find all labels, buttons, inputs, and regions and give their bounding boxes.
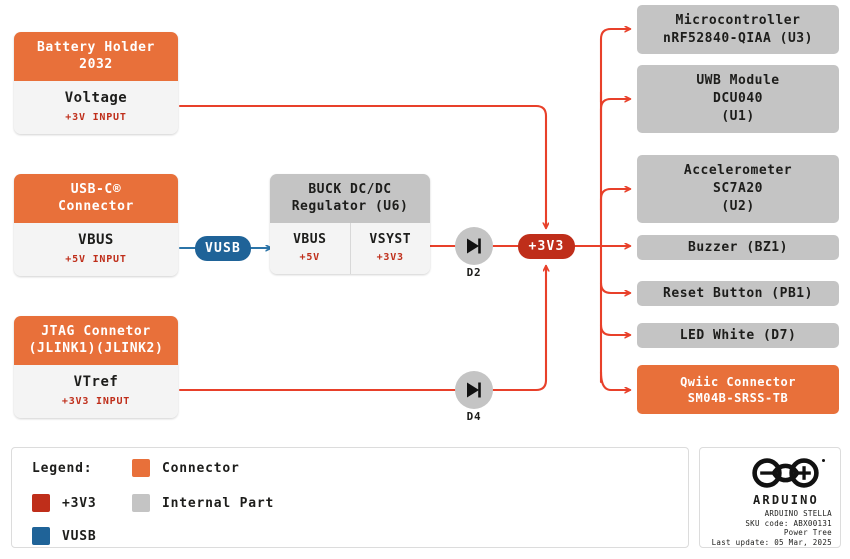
qwiic-connector-line-1: Qwiic Connector [680,374,796,389]
accelerometer-line-1: Accelerometer [683,163,793,178]
qwiic-connector-line-2: SM04B-SRSS-TB [687,390,789,405]
usb-c-connector-body: VBUS +5V INPUT [14,223,178,276]
wire-branch-qwiic-connector [599,370,630,390]
consumer-block-microcontroller[interactable]: Microcontroller nRF52840-QIAA (U3) [637,5,839,54]
accelerometer-text: Accelerometer SC7A20 (U2) [684,162,792,216]
wire-branch-uwb-module [599,99,630,132]
usb-c-rail-value: +5V INPUT [65,254,127,265]
wire-d4-to-3v3 [491,266,546,392]
battery-holder-header-line-2: 2032 [79,57,113,72]
legend-entry-3v3: +3V3 [32,494,97,512]
arduino-wordmark: ARDUINO [753,493,819,507]
brand-metadata: ARDUINO STELLA SKU code: ABX00131 Power … [704,509,832,547]
legend-entry-connector: Connector [132,459,240,477]
legend-swatch-internal-part [132,494,150,512]
net-label-vusb-text: VUSB [204,241,242,256]
legend-title: Legend: [32,461,93,476]
uwb-module-line-3: (U1) [721,109,755,124]
diode-d4-label: D4 [466,410,482,423]
jtag-rail-value: +3V3 INPUT [61,396,131,407]
jtag-connector-header: JTAG Connetor (JLINK1)(JLINK2) [14,316,178,365]
wire-branch-microcontroller-guide [601,29,630,92]
diode-symbol-icon [467,238,481,254]
regulator-rail-vsyst-value: +3V3 [376,252,404,263]
brand-meta-doc-type: Power Tree [783,528,832,538]
legend-swatch-connector [132,459,150,477]
wire-branch-microcontroller [599,29,630,104]
diode-d2[interactable]: D2 [455,227,493,279]
microcontroller-text: Microcontroller nRF52840-QIAA (U3) [663,12,813,48]
source-block-jtag-connector[interactable]: JTAG Connetor (JLINK1)(JLINK2) VTref +3V… [14,316,178,418]
buck-regulator-header-line-2: Regulator (U6) [291,199,409,214]
jtag-connector-header-line-2: (JLINK1)(JLINK2) [28,341,164,356]
buck-regulator-rails: VBUS +5V VSYST +3V3 [270,223,430,274]
legend-label-vusb: VUSB [62,528,97,544]
microcontroller-line-1: Microcontroller [675,12,801,28]
brand-meta-sku: SKU code: ABX00131 [745,518,832,528]
legend-label-internal-part: Internal Part [162,495,275,511]
brand-meta-last-update: Last update: 05 Mar, 2025 [711,537,832,547]
jtag-connector-header-line-1: JTAG Connetor [41,324,151,339]
accelerometer-line-3: (U2) [721,199,755,214]
wire-branch-led-white [599,323,630,335]
legend-panel: Legend: Connector +3V3 Internal Part VUS… [11,447,689,548]
usb-c-rail-name: VBUS [78,232,114,248]
uwb-module-text: UWB Module DCU040 (U1) [696,72,779,126]
legend-entry-vusb: VUSB [32,527,97,545]
uwb-module-line-2: DCU040 [713,91,763,106]
consumer-block-accelerometer[interactable]: Accelerometer SC7A20 (U2) [637,155,839,223]
battery-holder-header: Battery Holder 2032 [14,32,178,81]
arduino-infinity-icon [752,458,825,488]
regulator-rail-vbus: VBUS +5V [270,223,350,274]
legend-label-3v3: +3V3 [62,495,97,511]
consumer-block-reset-button[interactable]: Reset Button (PB1) [637,281,839,306]
legend-swatch-vusb [32,527,50,545]
accelerometer-line-2: SC7A20 [713,181,763,196]
microcontroller-line-2: nRF52840-QIAA (U3) [663,30,813,46]
led-white-label: LED White (D7) [679,327,797,343]
brand-panel: ARDUINO ARDUINO STELLA SKU code: ABX0013… [699,447,841,548]
buck-regulator-block[interactable]: BUCK DC/DC Regulator (U6) VBUS +5V VSYST… [270,174,430,274]
consumer-block-led-white[interactable]: LED White (D7) [637,323,839,348]
usb-c-connector-header-line-1: USB-C® [70,182,122,197]
jtag-connector-body: VTref +3V3 INPUT [14,365,178,418]
reset-button-label: Reset Button (PB1) [663,285,813,301]
jtag-rail-name: VTref [73,374,119,390]
source-block-usb-c-connector[interactable]: USB-C® Connector VBUS +5V INPUT [14,174,178,276]
battery-holder-rail-name: Voltage [64,90,128,106]
buck-regulator-header-line-1: BUCK DC/DC [308,182,392,197]
regulator-rail-vsyst-name: VSYST [369,232,412,247]
qwiic-connector-text: Qwiic Connector SM04B-SRSS-TB [680,374,796,406]
consumer-block-uwb-module[interactable]: UWB Module DCU040 (U1) [637,65,839,133]
regulator-rail-vbus-name: VBUS [293,232,327,247]
regulator-rail-vsyst: VSYST +3V3 [349,223,430,274]
diode-symbol-icon [467,382,481,398]
legend-label-connector: Connector [162,460,240,476]
regulator-rail-vbus-value: +5V [299,252,320,263]
wire-branch-reset-button [599,281,630,293]
legend-entry-internal-part: Internal Part [132,494,274,512]
legend-swatch-3v3 [32,494,50,512]
usb-c-connector-header: USB-C® Connector [14,174,178,223]
battery-holder-body: Voltage +3V INPUT [14,81,178,134]
uwb-module-line-1: UWB Module [696,73,780,88]
consumer-block-qwiic-connector[interactable]: Qwiic Connector SM04B-SRSS-TB [637,365,839,414]
diode-d4[interactable]: D4 [455,371,493,423]
battery-holder-header-line-1: Battery Holder [37,40,155,55]
source-block-battery-holder[interactable]: Battery Holder 2032 Voltage +3V INPUT [14,32,178,134]
battery-holder-rail-value: +3V INPUT [65,112,127,123]
net-label-3v3-text: +3V3 [528,239,565,254]
net-label-vusb[interactable]: VUSB [195,236,251,261]
wire-branch-accelerometer [599,189,630,212]
buzzer-label: Buzzer (BZ1) [688,239,788,255]
usb-c-connector-header-line-2: Connector [58,199,134,214]
diode-d2-label: D2 [466,266,482,279]
buck-regulator-header: BUCK DC/DC Regulator (U6) [270,174,430,223]
arduino-logo: ARDUINO [740,456,832,507]
net-label-3v3[interactable]: +3V3 [518,234,575,259]
consumer-block-buzzer[interactable]: Buzzer (BZ1) [637,235,839,260]
brand-meta-product: ARDUINO STELLA [764,509,832,518]
